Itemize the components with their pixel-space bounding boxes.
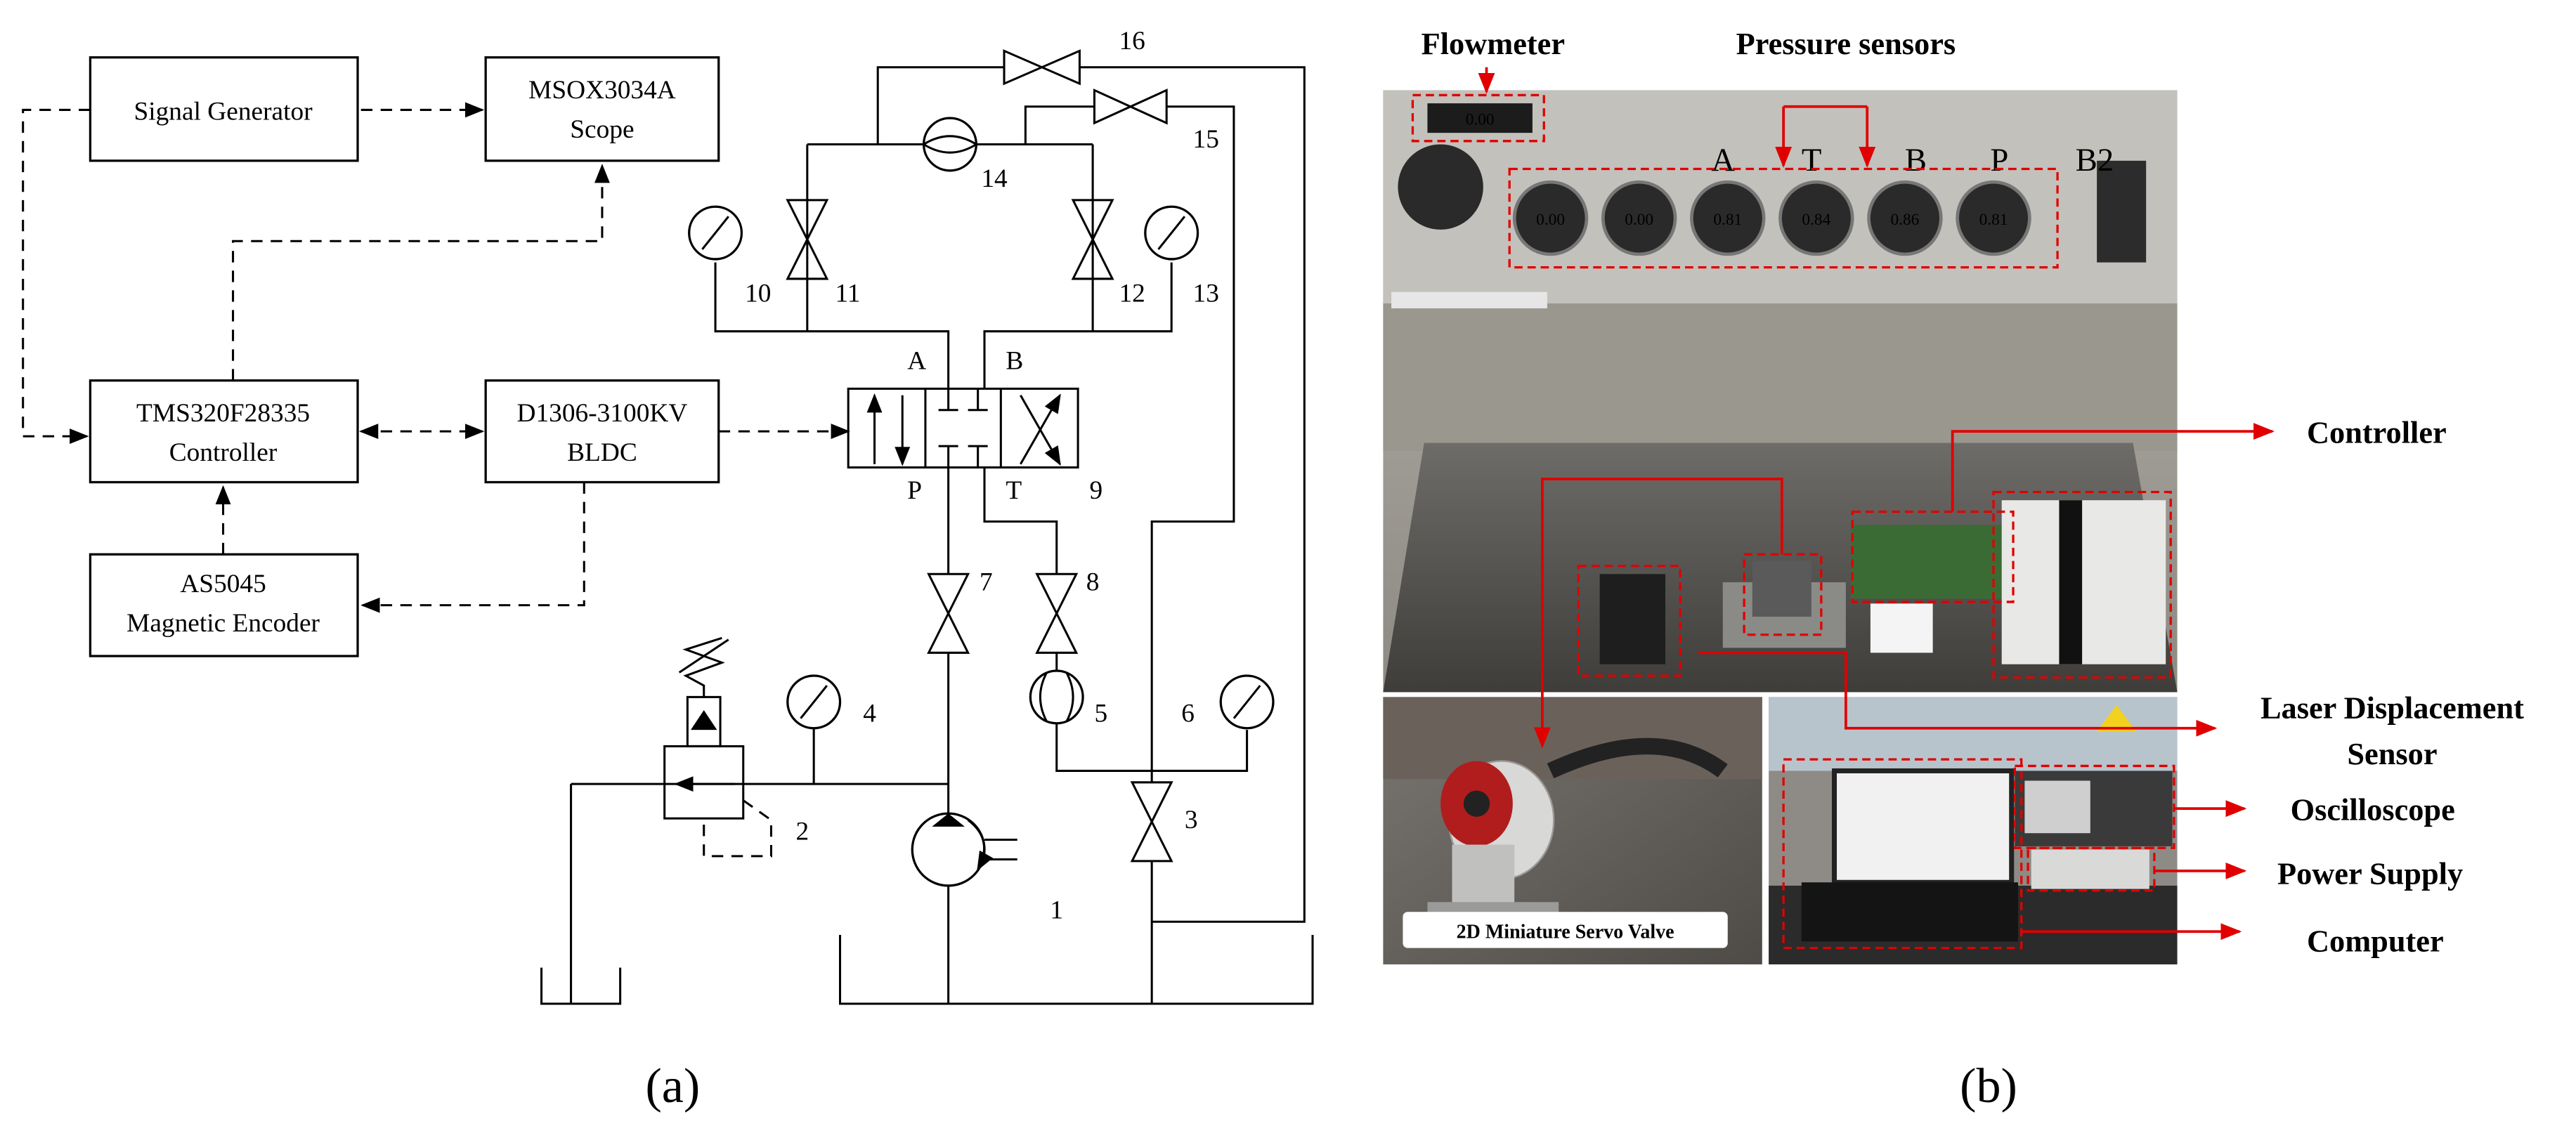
panel-a: Signal Generator MSOX3034A Scope TMS320F… (22, 27, 1314, 1113)
oscilloscope-label: Oscilloscope (2291, 792, 2455, 827)
num-16: 16 (1119, 27, 1145, 55)
servo-valve-photo: 2D Miniature Servo Valve (1383, 697, 1762, 964)
controller-to-scope-arrow (232, 164, 610, 381)
gauge-reading: 0.86 (1891, 211, 1920, 229)
num-12: 12 (1119, 280, 1145, 308)
bldc-to-encoder-arrow (360, 482, 585, 613)
computer-label: Computer (2307, 923, 2444, 958)
panel-letter-b: B (1905, 142, 1927, 178)
port-a-label: A (907, 346, 926, 375)
num-3: 3 (1185, 806, 1198, 834)
panel-letter-b2: B2 (2076, 142, 2114, 178)
panel-letter-a: A (1711, 142, 1735, 178)
bldc-block: D1306-3100KV BLDC (484, 379, 720, 484)
scope-label-2: Scope (570, 115, 634, 144)
test-bench-photo: 0.00 A T B P B2 0.00 0.00 0.81 0.84 0.86… (1383, 90, 2178, 693)
hydraulic-circuit: A B P T (540, 27, 1314, 1005)
signal-links (22, 102, 850, 613)
num-14: 14 (981, 164, 1008, 193)
num-11: 11 (835, 280, 861, 308)
bldc-label-1: D1306-3100KV (517, 399, 688, 428)
panel-a-label: (a) (645, 1059, 700, 1113)
num-1: 1 (1050, 896, 1063, 925)
num-2: 2 (795, 818, 809, 846)
laser-sensor-label-1: Laser Displacement (2260, 690, 2524, 726)
servo-valve-9 (847, 387, 1079, 469)
laser-sensor-label-2: Sensor (2347, 736, 2437, 771)
panel-b-label: (b) (1960, 1059, 2017, 1113)
signal-generator-label: Signal Generator (134, 97, 313, 126)
num-6: 6 (1181, 699, 1195, 728)
servo-valve-caption: 2D Miniature Servo Valve (1457, 922, 1674, 943)
controller-annotation: Controller (2307, 414, 2447, 450)
num-4: 4 (863, 699, 876, 728)
flowmeter-reading: 0.00 (1466, 110, 1495, 129)
controller-block: TMS320F28335 Controller (89, 379, 359, 484)
pressure-sensors-label: Pressure sensors (1736, 26, 1956, 61)
port-t-label: T (1006, 476, 1022, 505)
gauge-reading: 0.84 (1802, 211, 1830, 229)
num-15: 15 (1193, 125, 1219, 154)
instruments-photo (1769, 697, 2178, 964)
encoder-label-1: AS5045 (180, 570, 266, 598)
gauge-reading: 0.00 (1536, 211, 1565, 229)
num-5: 5 (1094, 699, 1107, 728)
num-10: 10 (745, 280, 771, 308)
encoder-label-2: Magnetic Encoder (126, 609, 320, 638)
flowmeter-label: Flowmeter (1422, 26, 1565, 61)
power-supply-label: Power Supply (2277, 856, 2463, 891)
panel-b: 0.00 A T B P B2 0.00 0.00 0.81 0.84 0.86… (1383, 26, 2524, 1113)
panel-letter-t: T (1802, 142, 1822, 178)
gauge-reading: 0.00 (1625, 211, 1653, 229)
pressure-gauges: 0.00 0.00 0.81 0.84 0.86 0.81 (1512, 180, 2031, 256)
bldc-label-2: BLDC (567, 438, 637, 467)
port-b-label: B (1006, 346, 1023, 375)
scope-block: MSOX3034A Scope (484, 56, 720, 162)
num-13: 13 (1193, 280, 1219, 308)
num-8: 8 (1086, 568, 1100, 597)
port-p-label: P (907, 476, 922, 505)
siggen-to-controller-arrow (22, 108, 91, 445)
highlight-boxes (1411, 93, 2175, 950)
gauge-reading: 0.81 (1979, 211, 2008, 229)
leader-lines (1478, 67, 2275, 941)
num-7: 7 (980, 568, 993, 597)
encoder-block: AS5045 Magnetic Encoder (89, 553, 359, 657)
gauge-reading: 0.81 (1713, 211, 1742, 229)
controller-label-2: Controller (169, 438, 278, 467)
panel-letter-p: P (1990, 142, 2008, 178)
scope-label-1: MSOX3034A (528, 76, 676, 105)
num-9: 9 (1089, 476, 1102, 505)
signal-generator-block: Signal Generator (89, 56, 359, 162)
controller-label-1: TMS320F28335 (136, 399, 310, 428)
